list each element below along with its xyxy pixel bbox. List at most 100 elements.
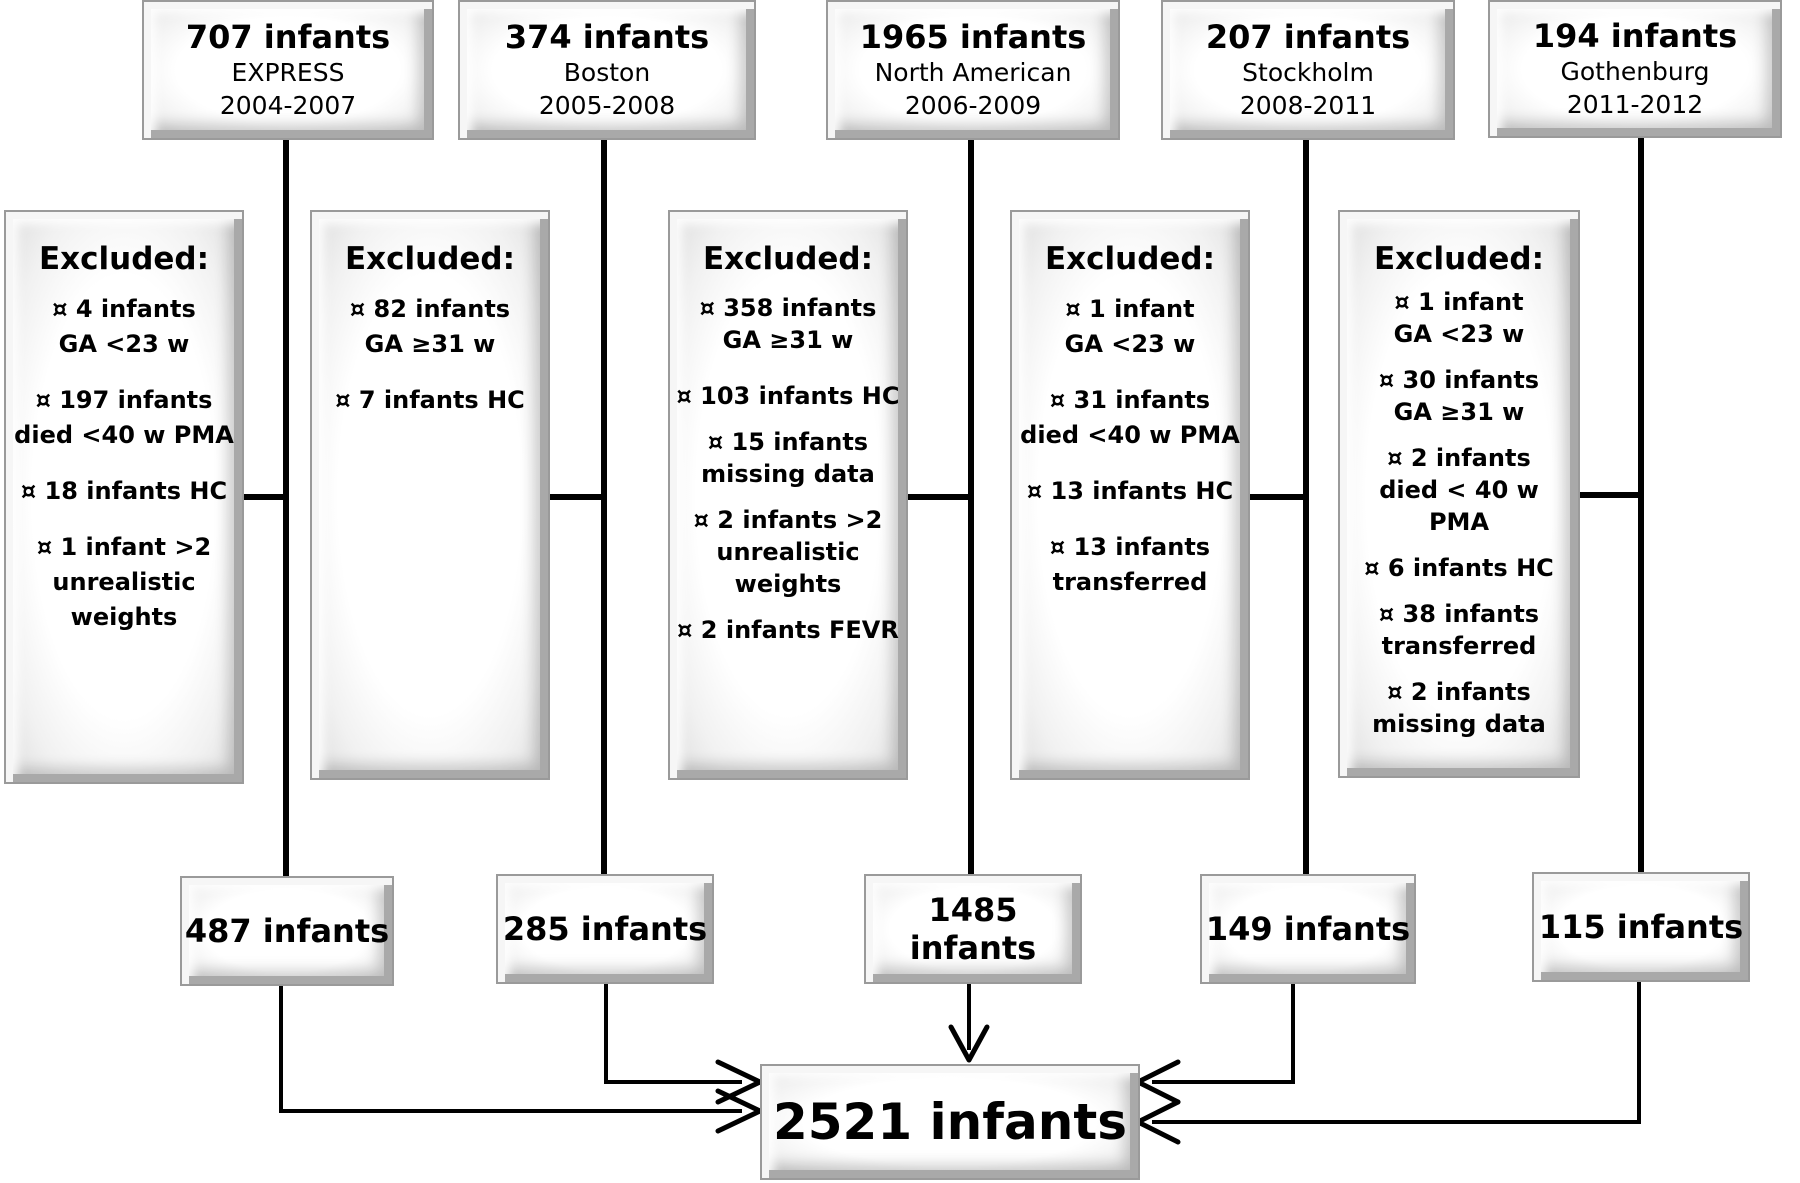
- excluded-item-detail: GA <23 w: [1064, 330, 1196, 358]
- excluded-item-main: ¤ 13 infants HC: [1026, 477, 1234, 505]
- result-count: 487 infants: [184, 912, 390, 950]
- excluded-item-main: ¤ 13 infants: [1049, 533, 1211, 561]
- excluded-item: ¤ 2 infants FEVR: [677, 614, 899, 646]
- excluded-box-gothenburg: Excluded: ¤ 1 infant GA <23 w ¤ 30 infan…: [1338, 210, 1580, 778]
- excluded-item-detail: unrealistic weights: [716, 538, 860, 598]
- excluded-item: ¤ 2 infants >2 unrealistic weights: [676, 504, 900, 600]
- merge-line-stockholm: [1152, 982, 1295, 1084]
- excluded-box-express: Excluded: ¤ 4 infants GA <23 w ¤ 197 inf…: [4, 210, 244, 784]
- excluded-item-main: ¤ 38 infants: [1378, 600, 1540, 628]
- result-count: 285 infants: [502, 910, 708, 948]
- excluded-item: ¤ 2 infants died < 40 w PMA: [1346, 442, 1572, 538]
- excluded-item-main: ¤ 358 infants: [699, 294, 877, 322]
- merge-line-boston: [604, 982, 742, 1084]
- source-name: Stockholm: [1242, 57, 1374, 87]
- source-name: Gothenburg: [1560, 56, 1710, 86]
- source-years: 2006-2009: [904, 90, 1042, 120]
- excluded-item-main: ¤ 1 infant >2: [36, 533, 212, 561]
- excluded-item-main: ¤ 6 infants HC: [1364, 554, 1554, 582]
- excluded-item-detail: GA ≥31 w: [1393, 398, 1525, 426]
- excluded-item: ¤ 7 infants HC: [335, 383, 525, 418]
- result-count: 149 infants: [1205, 910, 1411, 948]
- excluded-item-main: ¤ 2 infants: [1387, 678, 1531, 706]
- result-box-gothenburg: 115 infants: [1532, 872, 1750, 982]
- excluded-item: ¤ 38 infants transferred: [1379, 598, 1539, 662]
- source-years: 2008-2011: [1239, 90, 1377, 120]
- source-box-north-american: 1965 infants North American 2006-2009: [826, 0, 1120, 140]
- source-name: North American: [874, 57, 1072, 87]
- excluded-item-main: ¤ 2 infants: [1387, 444, 1531, 472]
- total-box: 2521 infants: [760, 1064, 1140, 1180]
- merge-line-express: [279, 984, 742, 1113]
- excluded-item-main: ¤ 2 infants FEVR: [677, 616, 899, 644]
- excluded-item: ¤ 1 infant GA <23 w: [1065, 292, 1196, 362]
- source-name: Boston: [563, 57, 651, 87]
- excluded-item-detail: died < 40 w PMA: [1379, 476, 1539, 536]
- source-count: 194 infants: [1532, 16, 1738, 55]
- source-count: 374 infants: [504, 17, 710, 56]
- source-count: 1965 infants: [859, 17, 1087, 56]
- excluded-item: ¤ 1 infant GA <23 w: [1394, 286, 1525, 350]
- excluded-item-main: ¤ 82 infants: [349, 295, 511, 323]
- excluded-item-main: ¤ 1 infant: [1394, 288, 1524, 316]
- result-count: 115 infants: [1538, 908, 1744, 946]
- source-box-stockholm: 207 infants Stockholm 2008-2011: [1161, 0, 1455, 140]
- excluded-item-main: ¤ 18 infants HC: [20, 477, 228, 505]
- excluded-box-boston: Excluded: ¤ 82 infants GA ≥31 w ¤ 7 infa…: [310, 210, 550, 780]
- excluded-item-detail: GA ≥31 w: [722, 326, 854, 354]
- result-box-stockholm: 149 infants: [1200, 874, 1416, 984]
- excluded-heading: Excluded:: [1044, 241, 1216, 277]
- arrowhead-north-american: [948, 1024, 990, 1063]
- excluded-item: ¤ 18 infants HC: [21, 474, 227, 509]
- excluded-item-detail: GA <23 w: [58, 330, 190, 358]
- excluded-item: ¤ 13 infants HC: [1027, 474, 1233, 509]
- excluded-box-north-american: Excluded: ¤ 358 infants GA ≥31 w ¤ 103 i…: [668, 210, 908, 780]
- excluded-item-main: ¤ 4 infants: [52, 295, 196, 323]
- excluded-item: ¤ 82 infants GA ≥31 w: [350, 292, 510, 362]
- result-box-north-american: 1485 infants: [864, 874, 1082, 984]
- source-count: 707 infants: [185, 17, 391, 56]
- excluded-item-main: ¤ 30 infants: [1378, 366, 1540, 394]
- excluded-item-detail: died <40 w PMA: [14, 421, 234, 449]
- excluded-item: ¤ 13 infants transferred: [1050, 530, 1210, 600]
- merge-line-gothenburg: [1152, 982, 1641, 1124]
- excluded-item: ¤ 358 infants GA ≥31 w: [700, 292, 877, 356]
- excluded-item-main: ¤ 31 infants: [1049, 386, 1211, 414]
- excluded-item: ¤ 15 infants missing data: [701, 426, 875, 490]
- excluded-item-detail: transferred: [1381, 632, 1537, 660]
- excluded-item: ¤ 4 infants GA <23 w: [52, 292, 195, 362]
- excluded-heading: Excluded:: [702, 241, 874, 277]
- total-count: 2521 infants: [772, 1093, 1128, 1151]
- excluded-item-detail: unrealistic weights: [52, 568, 196, 631]
- excluded-item-main: ¤ 1 infant: [1065, 295, 1195, 323]
- excluded-item: ¤ 197 infants died <40 w PMA: [14, 383, 234, 453]
- excluded-heading: Excluded:: [1373, 241, 1545, 277]
- source-box-boston: 374 infants Boston 2005-2008: [458, 0, 756, 140]
- source-box-express: 707 infants EXPRESS 2004-2007: [142, 0, 434, 140]
- excluded-item-main: ¤ 2 infants >2: [693, 506, 883, 534]
- excluded-item: ¤ 30 infants GA ≥31 w: [1379, 364, 1539, 428]
- source-count: 207 infants: [1205, 17, 1411, 56]
- excluded-item-detail: missing data: [1372, 710, 1546, 738]
- excluded-item: ¤ 6 infants HC: [1364, 552, 1554, 584]
- result-count: 1485 infants: [909, 891, 1037, 967]
- source-years: 2004-2007: [219, 90, 357, 120]
- excluded-box-stockholm: Excluded: ¤ 1 infant GA <23 w ¤ 31 infan…: [1010, 210, 1250, 780]
- excluded-item: ¤ 1 infant >2 unrealistic weights: [12, 530, 236, 635]
- excluded-item-detail: GA <23 w: [1393, 320, 1525, 348]
- excluded-item-main: ¤ 15 infants: [707, 428, 869, 456]
- excluded-item: ¤ 103 infants HC: [677, 380, 900, 412]
- result-box-boston: 285 infants: [496, 874, 714, 984]
- excluded-item-main: ¤ 7 infants HC: [335, 386, 525, 414]
- excluded-item: ¤ 31 infants died <40 w PMA: [1020, 383, 1240, 453]
- excluded-item-detail: died <40 w PMA: [1020, 421, 1240, 449]
- excluded-item-detail: GA ≥31 w: [364, 330, 496, 358]
- source-name: EXPRESS: [231, 57, 345, 87]
- excluded-item-detail: missing data: [701, 460, 875, 488]
- source-years: 2011-2012: [1566, 89, 1704, 119]
- excluded-item: ¤ 2 infants missing data: [1372, 676, 1546, 740]
- source-years: 2005-2008: [538, 90, 676, 120]
- excluded-item-detail: transferred: [1052, 568, 1208, 596]
